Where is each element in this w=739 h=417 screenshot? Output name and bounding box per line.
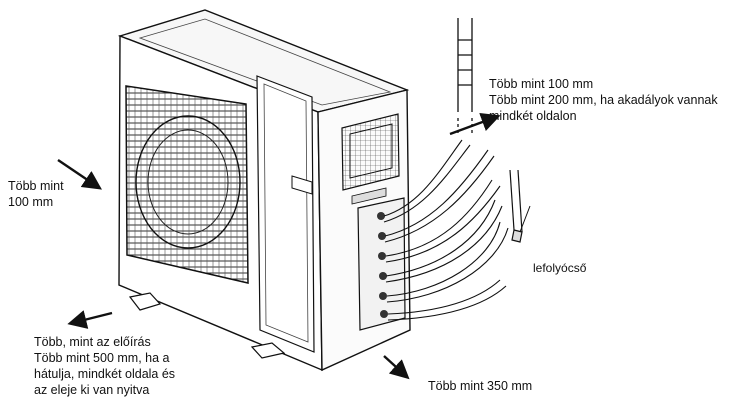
- nameplate-icon: [291, 175, 313, 195]
- top-right-clearance-line-2: Több mint 200 mm, ha akadályok vannak: [489, 93, 718, 107]
- bottom-left-clearance-line-3: hátulja, mindkét oldala és: [34, 367, 176, 381]
- bottom-left-clearance-line-1: Több, mint az előírás: [34, 335, 151, 349]
- front-panel: [256, 75, 315, 353]
- top-right-clearance-line-3: mindkét oldalon: [489, 109, 577, 123]
- pipe-connection-panel: [357, 197, 406, 331]
- top-right-clearance-label: Több mint 100 mm Több mint 200 mm, ha ak…: [489, 76, 718, 124]
- refrigerant-pipes: [383, 139, 509, 321]
- bottom-left-clearance-line-2: Több mint 500 mm, ha a: [34, 351, 170, 365]
- fan-grille-icon: [125, 85, 249, 284]
- vertical-pipe-icon: [457, 18, 473, 134]
- bottom-left-clearance-line-4: az eleje ki van nyitva: [34, 383, 150, 397]
- bottom-left-clearance-label: Több, mint az előírás Több mint 500 mm, …: [34, 334, 175, 398]
- top-right-clearance-line-1: Több mint 100 mm: [489, 77, 594, 91]
- control-panel: [341, 113, 400, 205]
- left-clearance-label: Több mint 100 mm: [8, 178, 64, 210]
- drain-pipe-label: lefolyócső: [533, 261, 587, 275]
- drain-pipe-icon: [509, 169, 523, 243]
- bottom-right-clearance-label: Több mint 350 mm: [428, 379, 533, 393]
- left-clearance-line-1: Több mint: [8, 179, 64, 193]
- left-clearance-line-2: 100 mm: [8, 195, 54, 209]
- direction-arrow-icon: [57, 112, 501, 380]
- unit-feet: [128, 292, 286, 359]
- drain-leader-line: [519, 205, 531, 233]
